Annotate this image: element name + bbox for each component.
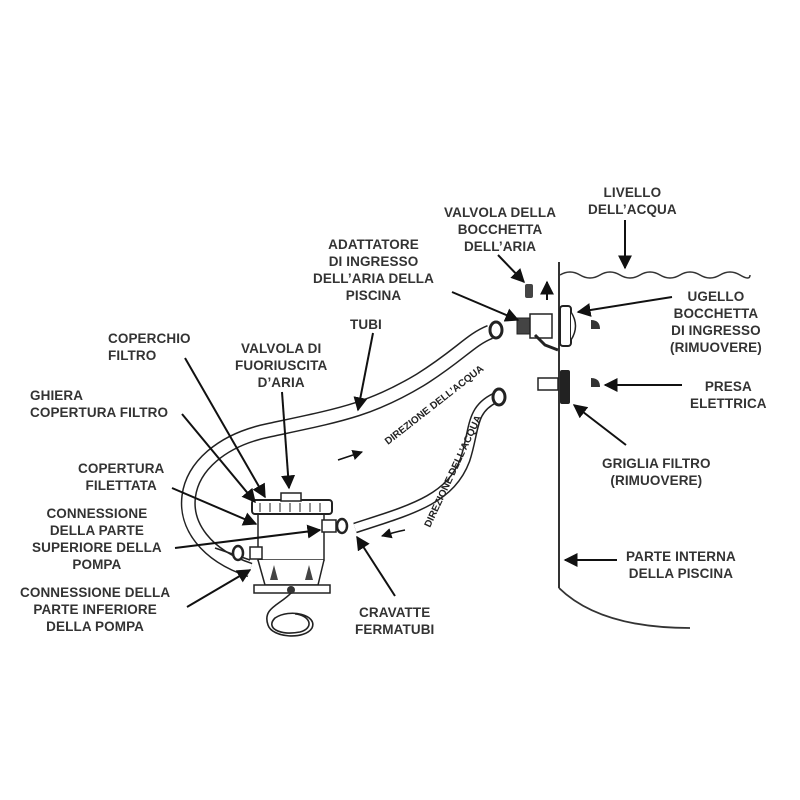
- flow-direction-lower: DIREZIONE DELL’ACQUA: [423, 414, 485, 529]
- label-water-level: LIVELLO DELL’ACQUA: [588, 185, 677, 217]
- outlet-fitting: [537, 370, 600, 404]
- water-level-wave: [559, 271, 751, 279]
- label-pool-air-inlet-adapter: ADATTATORE DI INGRESSO DELL’ARIA DELLA P…: [313, 237, 434, 303]
- label-inlet-jet-nozzle: UGELLO BOCCHETTA DI INGRESSO (RIMUOVERE): [670, 289, 762, 355]
- label-filter-grid: GRIGLIA FILTRO (RIMUOVERE): [602, 456, 711, 488]
- label-power-outlet: PRESA ELETTRICA: [690, 379, 767, 411]
- label-filter-cover-ring: GHIERA COPERTURA FILTRO: [30, 388, 169, 420]
- label-pump-lower-connection: CONNESSIONE DELLA PARTE INFERIORE DELLA …: [20, 585, 171, 634]
- label-air-jet-valve: VALVOLA DELLA BOCCHETTA DELL’ARIA: [444, 205, 557, 254]
- leader-arrows: [171, 220, 682, 608]
- flow-arrow-lower-icon: [380, 528, 406, 539]
- hose-clamp-outlet: [491, 387, 507, 407]
- hose-clamp-lower: [231, 544, 245, 562]
- label-pool-interior: PARTE INTERNA DELLA PISCINA: [626, 549, 736, 581]
- filter-pump: [249, 492, 337, 637]
- label-filter-cover: COPERCHIO FILTRO: [108, 331, 191, 363]
- label-hoses: TUBI: [350, 317, 382, 332]
- intake-hose: [353, 393, 498, 534]
- label-air-release-valve: VALVOLA DI FUORIUSCITA D’ARIA: [235, 341, 328, 390]
- label-threaded-cover: COPERTURA FILETTATA: [78, 461, 165, 493]
- hose-clamp-inlet: [488, 320, 504, 340]
- label-pump-upper-connection: CONNESSIONE DELLA PARTE SUPERIORE DELLA …: [32, 506, 162, 572]
- return-hose: [180, 325, 494, 578]
- flow-arrow-upper-icon: [337, 450, 363, 461]
- label-hose-clamps: CRAVATTE FERMATUBI: [355, 605, 435, 637]
- inlet-fitting: [516, 280, 600, 352]
- hose-clamp-upper: [335, 517, 349, 535]
